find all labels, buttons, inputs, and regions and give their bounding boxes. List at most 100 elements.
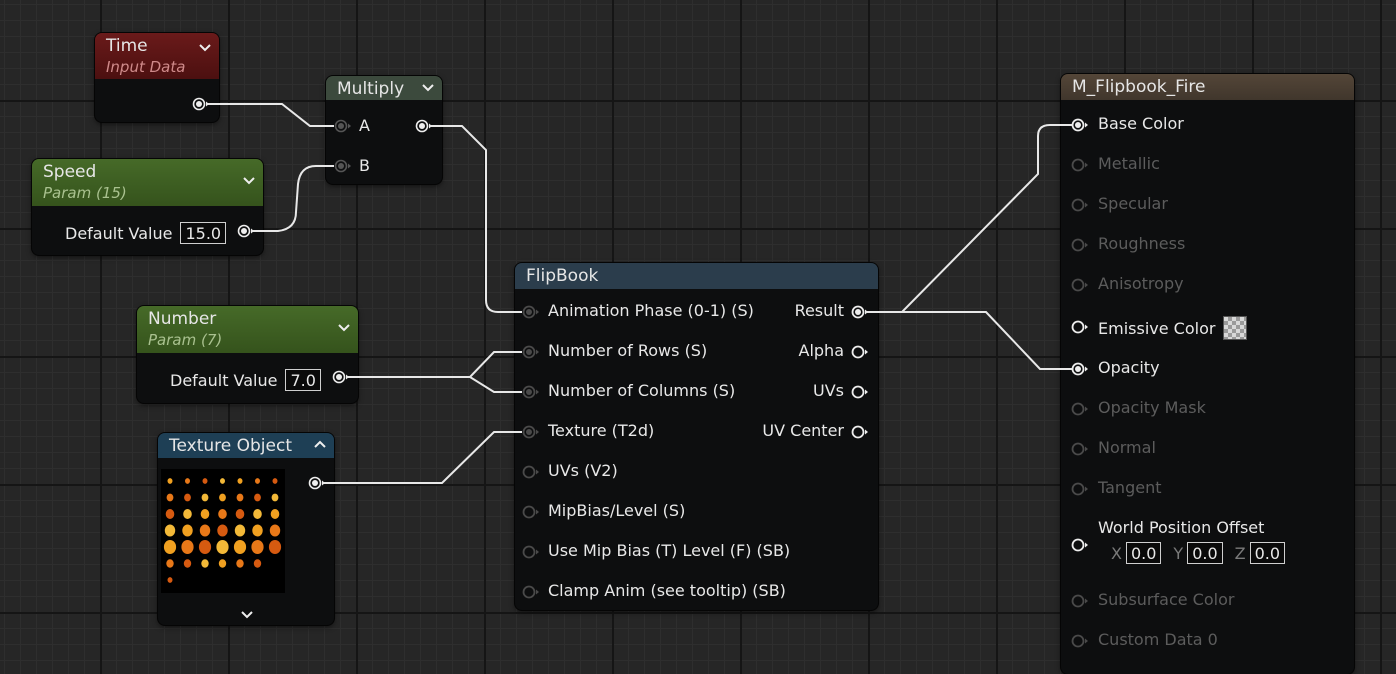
material-input-pin-icon[interactable] [1071,320,1089,334]
multiply-node-header[interactable]: Multiply [326,76,442,100]
material-input-pin-icon[interactable] [1071,198,1089,212]
fire-sprite-frame [200,509,210,519]
wire-time-to-multiply-a[interactable] [208,103,334,127]
material-input-pin-icon[interactable] [1071,158,1089,172]
fire-sprite-frame [166,559,174,568]
material-input-row: Roughness [1098,234,1185,253]
number-node[interactable]: Number Param (7) Default Value 7.0 [137,306,358,403]
multiply-input-b-pin-icon[interactable] [334,159,352,173]
material-input-pin-icon[interactable] [1071,278,1089,292]
material-input-row: Normal [1098,438,1156,457]
material-input-label: Roughness [1098,234,1186,253]
material-input-label: World Position Offset [1098,518,1265,537]
fire-sprite-frame [216,539,229,555]
material-input-pin-icon[interactable] [1071,594,1089,608]
number-node-title: Number [148,309,217,329]
flipbook-input-label: Number of Columns (S) [548,381,736,400]
material-input-label: Metallic [1098,154,1160,173]
wire-number-to-rows[interactable] [347,351,522,378]
fire-sprite-frame [182,524,193,537]
multiply-node[interactable]: Multiply A B [326,76,442,184]
flipbook-input-pin-icon[interactable] [522,505,540,519]
flipbook-input-pin-icon[interactable] [522,465,540,479]
number-default-value-field[interactable]: 7.0 [285,369,321,391]
chevron-down-icon[interactable] [198,41,212,55]
wire-speed-to-multiply-b[interactable] [252,165,334,232]
flipbook-output-pin-icon[interactable] [851,385,869,399]
wpo-y-field[interactable]: 0.0 [1187,542,1223,564]
material-input-pin-icon[interactable] [1071,538,1089,552]
flipbook-input-pin-icon[interactable] [522,585,540,599]
texture-object-node-title: Texture Object [169,436,293,456]
multiply-output-pin-icon[interactable] [415,119,433,133]
wire-result-to-opacity[interactable] [866,311,1072,370]
material-input-pin-icon[interactable] [1071,482,1089,496]
flipbook-output-pin-icon[interactable] [851,305,869,319]
material-input-pin-icon[interactable] [1071,362,1089,376]
fire-sprite-frame [167,478,173,484]
material-input-label: Anisotropy [1098,274,1184,293]
material-input-pin-icon[interactable] [1071,238,1089,252]
time-output-pin-icon[interactable] [192,97,210,111]
material-input-label: Subsurface Color [1098,590,1235,609]
material-input-label: Custom Data 0 [1098,630,1218,649]
fire-sprite-frame [181,539,194,555]
flipbook-input-pin-icon[interactable] [522,425,540,439]
flipbook-node-header[interactable]: FlipBook [515,263,878,289]
fire-sprite-frame [218,509,227,519]
flipbook-output-pin-icon[interactable] [851,425,869,439]
speed-default-value-field[interactable]: 15.0 [180,222,227,244]
number-output-pin-icon[interactable] [332,370,350,384]
fire-sprite-frame [272,478,278,484]
fire-sprite-frame [236,493,244,502]
material-input-row: Opacity Mask [1098,398,1206,417]
texture-preview-thumbnail[interactable] [161,469,285,593]
flipbook-input-pin-icon[interactable] [522,305,540,319]
wpo-z-axis-label: Z [1234,543,1246,563]
wire-multiply-to-flipbook-phase[interactable] [430,125,522,313]
material-input-pin-icon[interactable] [1071,402,1089,416]
fire-sprite-frame [252,524,263,537]
flipbook-node[interactable]: FlipBook Animation Phase (0-1) (S)Number… [515,263,878,610]
multiply-input-a-pin-icon[interactable] [334,119,352,133]
wpo-z-field[interactable]: 0.0 [1249,542,1286,564]
fire-sprite-frame [268,539,282,555]
chevron-up-icon[interactable] [313,437,327,451]
wpo-x-axis-label: X [1111,543,1122,563]
time-node-header[interactable]: Time Input Data [95,33,219,79]
checker-icon[interactable] [1223,316,1248,340]
material-node-header[interactable]: M_Flipbook_Fire [1061,74,1354,100]
material-input-pin-icon[interactable] [1071,118,1089,132]
material-input-pin-icon[interactable] [1071,442,1089,456]
speed-node-header[interactable]: Speed Param (15) [32,159,263,206]
wpo-x-field[interactable]: 0.0 [1125,542,1162,564]
time-node-title: Time [106,36,148,56]
flipbook-input-pin-icon[interactable] [522,345,540,359]
number-default-value-row: Default Value 7.0 [170,369,321,391]
speed-output-pin-icon[interactable] [237,224,255,238]
texture-output-pin-icon[interactable] [308,476,326,490]
chevron-down-icon[interactable] [337,321,351,335]
fire-sprite-frame [183,509,192,519]
speed-node[interactable]: Speed Param (15) Default Value 15.0 [32,159,263,255]
wire-texture-to-flipbook[interactable] [324,431,522,484]
chevron-down-icon[interactable] [242,174,256,188]
time-node[interactable]: Time Input Data [95,33,219,122]
fire-sprite-frame [251,539,264,555]
flipbook-input-pin-icon[interactable] [522,385,540,399]
flipbook-input-pin-icon[interactable] [522,545,540,559]
texture-object-node[interactable]: Texture Object [158,433,334,625]
chevron-down-icon[interactable] [240,608,254,622]
number-node-subtitle: Param (7) [148,331,223,349]
wire-number-to-columns[interactable] [347,376,522,393]
fire-sprite-frame [233,539,247,555]
texture-object-node-header[interactable]: Texture Object [158,433,334,458]
speed-node-title: Speed [43,162,97,182]
flipbook-output-pin-icon[interactable] [851,345,869,359]
material-input-row: Metallic [1098,154,1160,173]
wire-result-to-base-color[interactable] [866,124,1072,313]
number-node-header[interactable]: Number Param (7) [137,306,358,353]
fire-sprite-frame [165,509,175,519]
chevron-down-icon[interactable] [421,81,435,95]
